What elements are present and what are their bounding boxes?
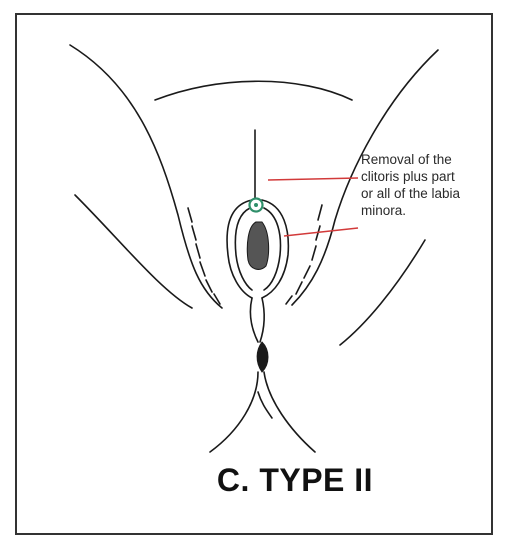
perineum-left — [250, 298, 258, 342]
anal-region — [257, 342, 268, 372]
lower-cleft-right — [264, 372, 315, 452]
leader-line-upper — [268, 178, 358, 180]
right-hatching — [286, 205, 322, 304]
perineum-right — [260, 298, 264, 342]
figure-caption: C. TYPE II — [0, 462, 510, 499]
leader-line-lower — [284, 228, 358, 236]
marker-dot — [254, 203, 258, 207]
right-inner-thigh — [340, 240, 425, 345]
lower-cleft-left — [210, 372, 258, 452]
left-inner-thigh — [75, 195, 192, 308]
annotation-text: Removal of the clitoris plus part or all… — [361, 151, 501, 219]
abdomen-arc — [155, 81, 352, 100]
left-hatching — [188, 208, 220, 304]
shaded-opening — [247, 222, 268, 269]
lower-cleft-inner — [258, 392, 272, 418]
